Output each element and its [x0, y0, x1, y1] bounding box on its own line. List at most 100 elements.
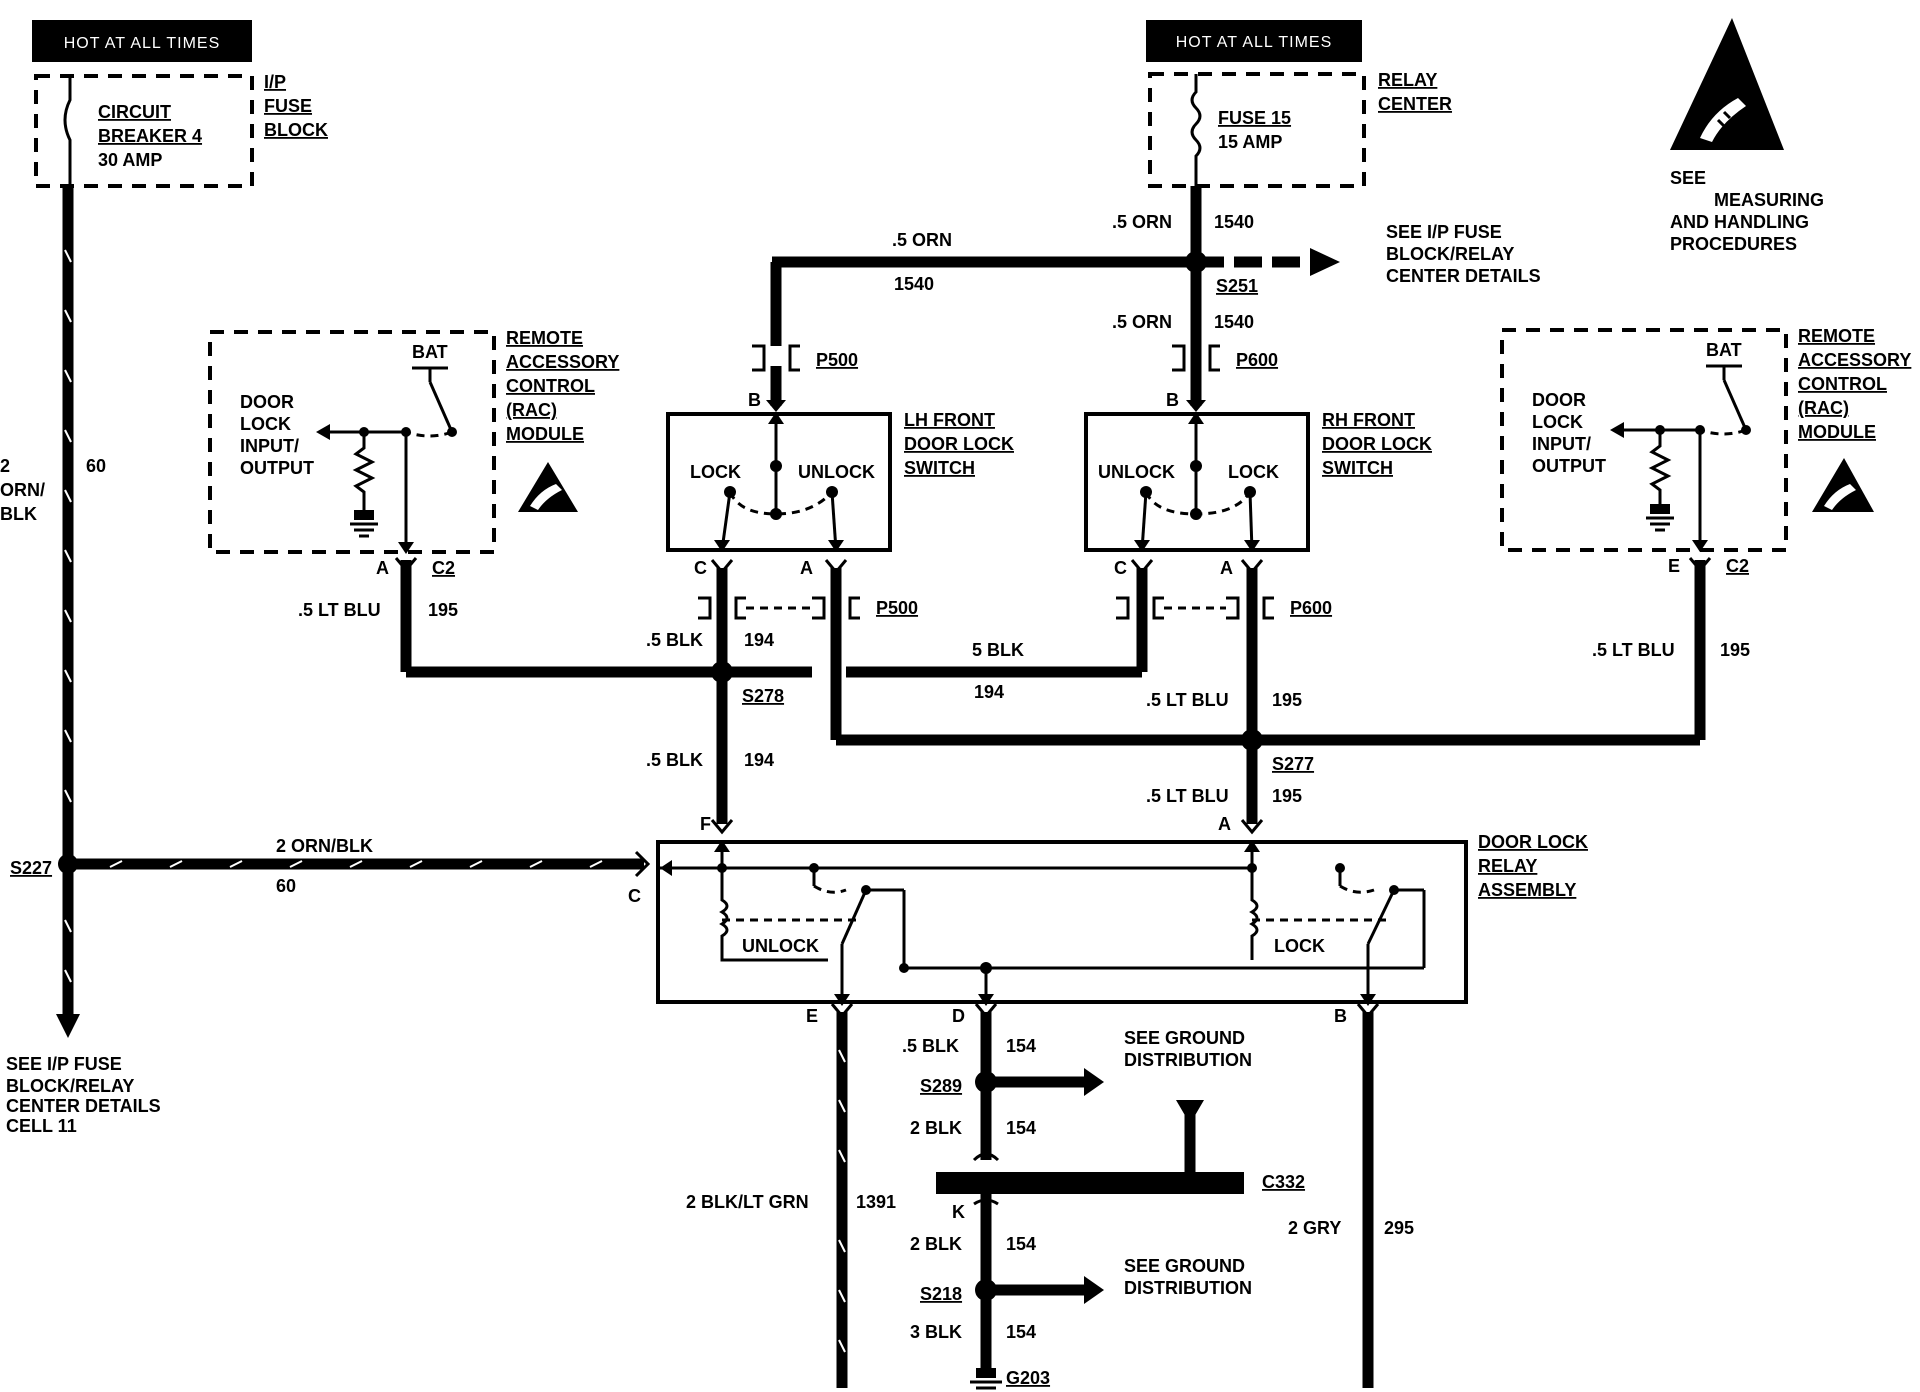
svg-text:(RAC): (RAC): [1798, 398, 1849, 418]
wire-194: .5 BLK 194 5 BLK 194 .5 BLK 194: [406, 568, 1148, 835]
see-ground-distribution-2: SEE GROUND DISTRIBUTION: [1124, 1256, 1252, 1298]
splice-s251: S251: [1185, 251, 1258, 296]
svg-text:D: D: [952, 1006, 965, 1026]
svg-text:60: 60: [86, 456, 106, 476]
svg-text:CELL 11: CELL 11: [6, 1116, 77, 1136]
svg-text:15 AMP: 15 AMP: [1218, 132, 1282, 152]
svg-text:194: 194: [744, 630, 774, 650]
splice-s278: S278: [711, 661, 784, 706]
svg-text:C2: C2: [432, 558, 455, 578]
svg-text:DISTRIBUTION: DISTRIBUTION: [1124, 1278, 1252, 1298]
svg-text:LOCK: LOCK: [240, 414, 291, 434]
ground-g203-icon: G203: [970, 1368, 1050, 1390]
svg-text:.5 LT BLU: .5 LT BLU: [1146, 786, 1229, 806]
svg-text:2 BLK: 2 BLK: [910, 1234, 962, 1254]
svg-text:A: A: [1218, 814, 1231, 834]
svg-text:FUSE 15: FUSE 15: [1218, 108, 1291, 128]
svg-text:E: E: [806, 1006, 818, 1026]
svg-text:REMOTE: REMOTE: [506, 328, 583, 348]
wire-195-right-rac: E C2 .5 LT BLU 195: [1592, 556, 1750, 740]
svg-text:194: 194: [974, 682, 1004, 702]
relay-center-label: RELAY CENTER: [1378, 70, 1452, 114]
svg-text:154: 154: [1006, 1036, 1036, 1056]
svg-text:RELAY: RELAY: [1478, 856, 1537, 876]
svg-text:.5 LT BLU: .5 LT BLU: [1592, 640, 1675, 660]
wire-1540: .5 ORN 1540 .5 ORN 1540 .5 ORN 1540: [766, 186, 1340, 412]
svg-text:CENTER: CENTER: [1378, 94, 1452, 114]
svg-text:S278: S278: [742, 686, 784, 706]
ip-fuse-block-label: I/P FUSE BLOCK: [264, 72, 328, 140]
svg-text:LOCK: LOCK: [1274, 936, 1325, 956]
svg-text:3 BLK: 3 BLK: [910, 1322, 962, 1342]
svg-text:B: B: [1334, 1006, 1347, 1026]
esd-warning-icon: [1670, 18, 1784, 150]
svg-text:HOT AT ALL TIMES: HOT AT ALL TIMES: [1176, 34, 1333, 51]
svg-text:B: B: [1166, 390, 1179, 410]
splice-s218: S218: [920, 1279, 997, 1304]
svg-text:SWITCH: SWITCH: [904, 458, 975, 478]
svg-text:.5 LT BLU: .5 LT BLU: [1146, 690, 1229, 710]
svg-text:195: 195: [1720, 640, 1750, 660]
svg-text:F: F: [700, 814, 711, 834]
svg-text:C: C: [1114, 558, 1127, 578]
svg-text:MEASURING: MEASURING: [1714, 190, 1824, 210]
svg-text:INPUT/: INPUT/: [1532, 434, 1591, 454]
svg-text:DOOR: DOOR: [1532, 390, 1586, 410]
svg-text:P500: P500: [876, 598, 918, 618]
relay-assembly-label: DOOR LOCK RELAY ASSEMBLY: [1478, 832, 1588, 900]
relay-pin-c: C: [628, 886, 641, 906]
svg-text:.5 BLK: .5 BLK: [646, 630, 703, 650]
svg-text:ACCESSORY: ACCESSORY: [506, 352, 619, 372]
header-right: HOT AT ALL TIMES: [1146, 20, 1362, 62]
svg-text:BLK: BLK: [0, 504, 37, 524]
see-ground-distribution-1: SEE GROUND DISTRIBUTION: [1124, 1028, 1252, 1070]
connector-p500-top: P500 B: [748, 344, 858, 410]
svg-text:DOOR LOCK: DOOR LOCK: [904, 434, 1014, 454]
svg-text:30 AMP: 30 AMP: [98, 150, 162, 170]
svg-text:2 ORN/BLK: 2 ORN/BLK: [276, 836, 373, 856]
svg-text:CONTROL: CONTROL: [1798, 374, 1887, 394]
header-left: HOT AT ALL TIMES: [32, 20, 252, 62]
svg-text:1540: 1540: [894, 274, 934, 294]
svg-text:UNLOCK: UNLOCK: [1098, 462, 1175, 482]
svg-text:P500: P500: [816, 350, 858, 370]
svg-text:BAT: BAT: [1706, 340, 1742, 360]
svg-text:SEE GROUND: SEE GROUND: [1124, 1256, 1245, 1276]
see-ip-fuse-top: SEE I/P FUSE BLOCK/RELAY CENTER DETAILS: [1386, 222, 1541, 286]
svg-text:P600: P600: [1236, 350, 1278, 370]
svg-text:OUTPUT: OUTPUT: [240, 458, 314, 478]
svg-text:2 BLK: 2 BLK: [910, 1118, 962, 1138]
svg-text:ORN/: ORN/: [0, 480, 45, 500]
svg-text:I/P: I/P: [264, 72, 286, 92]
svg-text:195: 195: [1272, 786, 1302, 806]
see-ip-fuse-bottom: SEE I/P FUSE BLOCK/RELAY CENTER DETAILS …: [6, 1054, 161, 1136]
wire-195: .5 LT BLU 195 .5 LT BLU 195: [830, 568, 1700, 835]
wire-295: B 2 GRY 295: [1288, 1003, 1414, 1388]
svg-text:G203: G203: [1006, 1368, 1050, 1388]
svg-text:S218: S218: [920, 1284, 962, 1304]
svg-text:RELAY: RELAY: [1378, 70, 1437, 90]
svg-text:B: B: [748, 390, 761, 410]
svg-text:RH FRONT: RH FRONT: [1322, 410, 1415, 430]
svg-text:C2: C2: [1726, 556, 1749, 576]
svg-text:A: A: [1220, 558, 1233, 578]
svg-text:CENTER DETAILS: CENTER DETAILS: [6, 1096, 161, 1116]
svg-text:FUSE: FUSE: [264, 96, 312, 116]
svg-text:MODULE: MODULE: [1798, 422, 1876, 442]
svg-text:BAT: BAT: [412, 342, 448, 362]
wire-154: D .5 BLK 154 2 BLK 154 K 2 BLK 154 3 BLK…: [902, 1003, 1104, 1372]
circuit-breaker-4: CIRCUIT BREAKER 4 30 AMP: [34, 74, 254, 188]
connector-c332: C332: [936, 1100, 1305, 1206]
svg-text:CONTROL: CONTROL: [506, 376, 595, 396]
wire-195-left-rac: A C2 .5 LT BLU 195: [298, 557, 458, 672]
svg-text:SEE I/P FUSE: SEE I/P FUSE: [6, 1054, 122, 1074]
svg-text:LOCK: LOCK: [690, 462, 741, 482]
svg-text:SEE GROUND: SEE GROUND: [1124, 1028, 1245, 1048]
svg-text:2 BLK/LT GRN: 2 BLK/LT GRN: [686, 1192, 809, 1212]
svg-text:PROCEDURES: PROCEDURES: [1670, 234, 1797, 254]
svg-text:(RAC): (RAC): [506, 400, 557, 420]
svg-text:194: 194: [744, 750, 774, 770]
svg-text:S227: S227: [10, 858, 52, 878]
svg-text:CENTER DETAILS: CENTER DETAILS: [1386, 266, 1541, 286]
